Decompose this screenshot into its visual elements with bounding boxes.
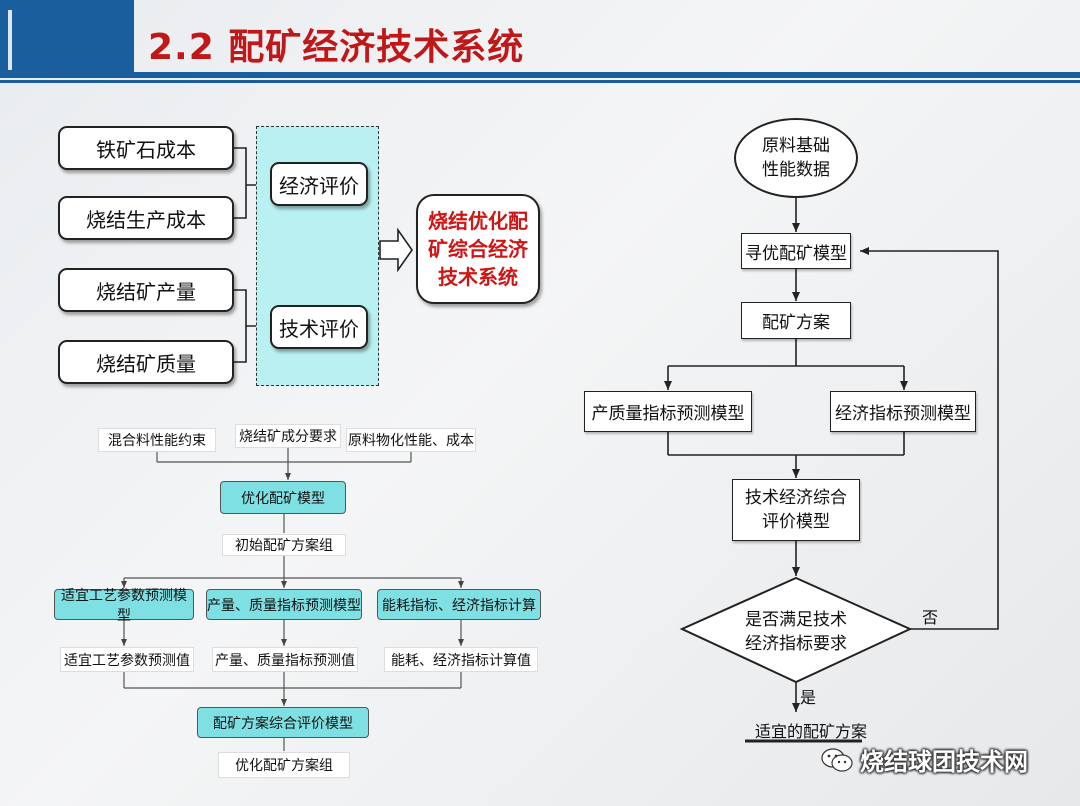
quality-prediction-model: 产质量指标预测模型	[584, 391, 752, 432]
decision-diamond	[679, 576, 913, 684]
header-accent	[8, 10, 12, 70]
input-sinter-quality: 烧结矿质量	[58, 340, 234, 384]
plan-evaluation-model: 配矿方案综合评价模型	[197, 707, 369, 738]
raw-material-data-node: 原料基础 性能数据	[734, 118, 858, 198]
tech-econ-line-1: 技术经济综合	[745, 488, 847, 508]
tech-econ-evaluation-model: 技术经济综合 评价模型	[732, 479, 860, 541]
start-line-1: 原料基础	[762, 136, 830, 156]
economic-evaluation-box: 经济评价	[270, 162, 368, 206]
optimization-model-box: 优化配矿模型	[220, 481, 346, 514]
start-line-2: 性能数据	[762, 160, 830, 180]
system-line-1: 烧结优化配	[428, 209, 528, 233]
slide-title: 2.2 配矿经济技术系统	[148, 27, 525, 68]
header-block	[0, 0, 134, 78]
output-quality-model: 产量、质量指标预测模型	[206, 589, 362, 620]
input-sinter-output: 烧结矿产量	[58, 268, 234, 312]
header-rule	[134, 72, 1080, 78]
suitable-plan-result: 适宜的配矿方案	[755, 722, 868, 741]
blending-plan-box: 配矿方案	[741, 302, 851, 339]
decision-line-1: 是否满足技术	[745, 610, 847, 630]
process-parameter-model: 适宜工艺参数预测模型	[54, 588, 194, 624]
input-iron-ore-cost: 铁矿石成本	[58, 126, 234, 170]
constraint-raw-material: 原料物化性能、成本	[346, 428, 476, 452]
optimized-plan-group: 优化配矿方案组	[218, 752, 350, 778]
economic-prediction-model: 经济指标预测模型	[830, 391, 976, 432]
energy-economic-calc: 能耗指标、经济指标计算	[377, 589, 541, 620]
watermark-text: 烧结球团技术网	[860, 748, 1028, 776]
constraint-sinter-composition: 烧结矿成分要求	[235, 424, 341, 448]
system-line-3: 技术系统	[438, 265, 518, 289]
tech-econ-line-2: 评价模型	[762, 512, 830, 532]
energy-economic-value: 能耗、经济指标计算值	[384, 647, 538, 672]
wechat-icon	[821, 747, 853, 772]
initial-plan-group: 初始配矿方案组	[222, 534, 346, 556]
technical-evaluation-box: 技术评价	[270, 305, 368, 349]
constraint-mix-performance: 混合料性能约束	[98, 428, 216, 452]
input-sinter-production-cost: 烧结生产成本	[58, 196, 234, 240]
search-model-box: 寻优配矿模型	[741, 233, 851, 269]
system-line-2: 矿综合经济	[428, 237, 528, 261]
process-parameter-value: 适宜工艺参数预测值	[60, 647, 194, 672]
no-label: 否	[922, 608, 939, 627]
yes-label: 是	[800, 688, 817, 707]
decision-text: 是否满足技术 经济指标要求	[682, 604, 910, 660]
output-quality-value: 产量、质量指标预测值	[212, 647, 358, 672]
optimized-system-box: 烧结优化配 矿综合经济 技术系统	[416, 194, 540, 304]
watermark: 烧结球团技术网	[820, 742, 1028, 777]
header-underline	[0, 80, 1080, 83]
decision-line-2: 经济指标要求	[745, 634, 847, 654]
